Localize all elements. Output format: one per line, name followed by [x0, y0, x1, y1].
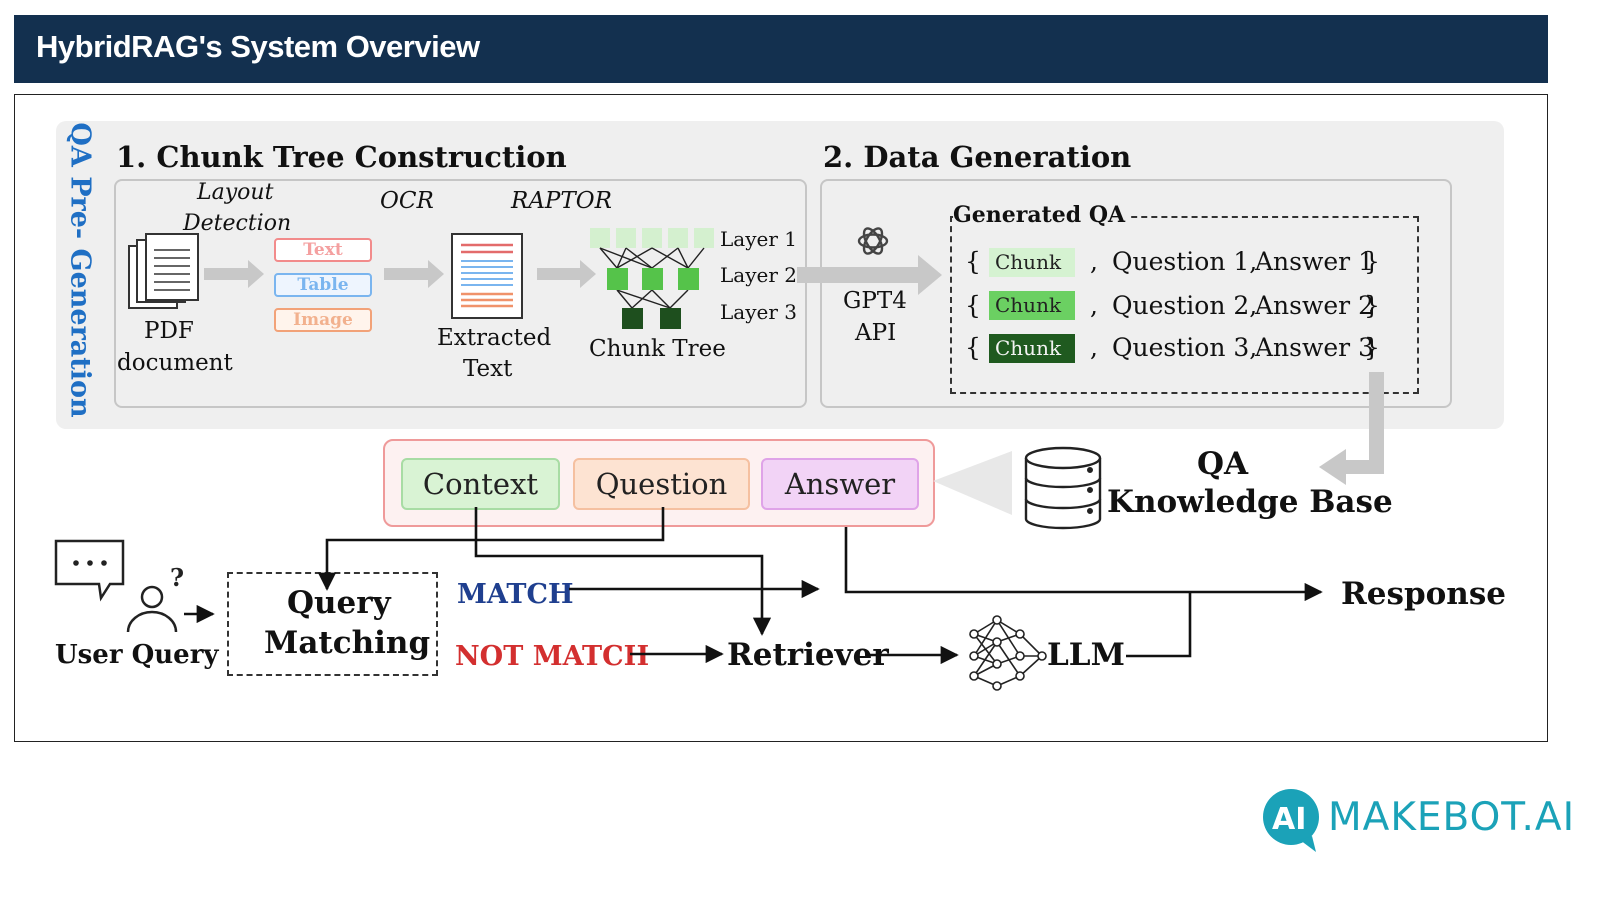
raptor-label: RAPTOR [511, 188, 612, 214]
extracted-label-1: Extracted [437, 325, 552, 351]
qa-row-3-answer: Answer 3 [1255, 333, 1374, 362]
qa-row-2-chunk: Chunk [989, 291, 1075, 320]
data-generation-box [820, 179, 1452, 408]
qa-row-1-answer: Answer 1 [1255, 247, 1374, 276]
database-icon [1024, 446, 1102, 530]
qa-row-2-question: Question 2, [1112, 291, 1258, 320]
pipeline-arrows [204, 255, 942, 295]
makebot-logo-text: MAKEBOT.AI [1328, 795, 1576, 840]
qa-row-1-open: { [965, 247, 981, 276]
qa-row-1-close: } [1364, 247, 1380, 276]
chunk-tree-construction-title: 1. Chunk Tree Construction [116, 140, 567, 174]
query-matching-label-2: Matching [264, 625, 431, 661]
header-bar: HybridRAG's System Overview [14, 15, 1548, 83]
query-matching-label-1: Query [287, 585, 391, 621]
retriever-label: Retriever [727, 637, 889, 673]
match-label: MATCH [457, 579, 574, 610]
generated-qa-box [950, 216, 1419, 394]
gpt4-label-1: GPT4 [843, 288, 907, 314]
kb-label-1: QA [1197, 446, 1249, 482]
qa-row-2-answer: Answer 2 [1255, 291, 1374, 320]
pill-table: Table [274, 273, 372, 297]
extracted-label-2: Text [463, 356, 513, 382]
layer-3-label: Layer 3 [720, 300, 797, 324]
qa-row-3-open: { [965, 333, 981, 362]
qa-row-3-chunk: Chunk [989, 334, 1075, 363]
generated-qa-label: Generated QA [953, 202, 1129, 228]
answer-chip: Answer [761, 458, 919, 510]
pdf-label-1: PDF [144, 318, 194, 344]
svg-text:?: ? [170, 563, 184, 592]
neural-network-icon [969, 615, 1047, 691]
qa-row-1-chunk: Chunk [989, 248, 1075, 277]
context-chip: Context [401, 458, 560, 510]
layer-1-label: Layer 1 [720, 227, 797, 251]
chunk-tree-graph [590, 228, 714, 329]
layout-label-2: Detection [183, 211, 292, 236]
chunk-tree-box [114, 179, 807, 408]
diagram-frame [14, 94, 1548, 742]
llm-label: LLM [1047, 637, 1125, 673]
chunk-tree-label: Chunk Tree [589, 336, 726, 362]
qa-row-3-question: Question 3, [1112, 333, 1258, 362]
qa-row-1-question: Question 1, [1112, 247, 1258, 276]
extracted-text-icon [451, 233, 523, 319]
layer-2-label: Layer 2 [720, 263, 797, 287]
qa-to-kb-arrow [1319, 372, 1384, 485]
qa-row-2-open: { [965, 291, 981, 320]
question-chip: Question [573, 458, 750, 510]
pdf-document-icon [128, 233, 199, 309]
openai-icon [857, 227, 889, 255]
user-query-label: User Query [55, 640, 219, 670]
flow-lines [184, 507, 1323, 665]
not-match-label: NOT MATCH [455, 641, 650, 672]
kb-wedge [933, 451, 1012, 515]
data-generation-title: 2. Data Generation [823, 140, 1132, 174]
qa-row-1-comma: , [1090, 247, 1098, 276]
user-icon: ? [126, 563, 184, 633]
svg-text:AI: AI [1272, 802, 1306, 837]
ocr-label: OCR [380, 188, 434, 214]
kb-label-2: Knowledge Base [1107, 484, 1393, 520]
qa-row-3-close: } [1364, 333, 1380, 362]
chat-bubble-icon [54, 539, 125, 602]
qa-row-2-close: } [1364, 291, 1380, 320]
pill-text: Text [274, 238, 372, 262]
qa-row-2-comma: , [1090, 291, 1098, 320]
makebot-logo-icon: AI [1263, 789, 1319, 852]
qa-row-3-comma: , [1090, 333, 1098, 362]
layout-label-1: Layout [197, 180, 274, 205]
page-title: HybridRAG's System Overview [36, 29, 480, 64]
gpt4-label-2: API [855, 320, 897, 346]
pdf-label-2: document [117, 350, 233, 376]
response-label: Response [1341, 576, 1507, 612]
pill-image: Image [274, 308, 372, 332]
